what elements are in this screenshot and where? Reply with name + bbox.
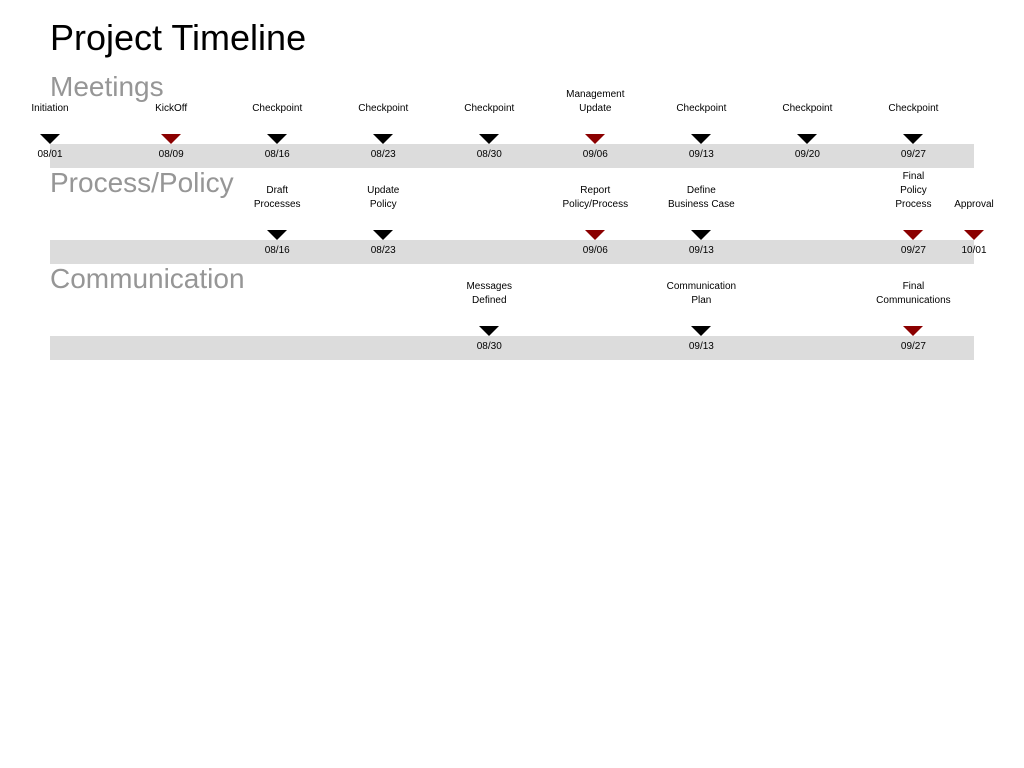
milestone-label: Final Communications: [876, 281, 951, 306]
milestone-marker-icon: [479, 326, 500, 336]
key-milestone-marker-icon: [903, 230, 924, 240]
section-title: Meetings: [50, 71, 164, 102]
milestone-label: Messages Defined: [466, 281, 513, 306]
milestone-marker-icon: [691, 230, 712, 240]
milestone-marker-icon: [373, 134, 394, 144]
milestone-date: 08/01: [37, 149, 63, 160]
milestone-date: 08/16: [264, 149, 290, 160]
milestone-marker-icon: [373, 230, 394, 240]
timeline-band: [50, 144, 974, 168]
milestone-date: 08/30: [476, 149, 502, 160]
milestone-label: Communication Plan: [666, 281, 737, 306]
milestone-date: 09/13: [688, 341, 714, 352]
milestone-marker-icon: [267, 134, 288, 144]
milestone-label: Checkpoint: [358, 103, 409, 114]
milestone-date: 08/16: [264, 245, 290, 256]
timeline-band: [50, 240, 974, 264]
milestone-date: 10/01: [961, 245, 987, 256]
milestone-label: Update Policy: [367, 185, 400, 210]
milestone-label: Checkpoint: [676, 103, 727, 114]
milestone-marker-icon: [267, 230, 288, 240]
section-title: Communication: [50, 263, 245, 294]
milestone-date: 09/06: [582, 245, 608, 256]
milestone-date: 09/27: [900, 341, 926, 352]
milestone-date: 09/27: [900, 245, 926, 256]
milestone-label: Management Update: [566, 89, 625, 114]
milestone-date: 08/23: [370, 245, 396, 256]
milestone-label: Approval: [954, 199, 994, 210]
milestone-label: KickOff: [155, 103, 188, 114]
milestone-label: Checkpoint: [464, 103, 515, 114]
milestone-label: Report Policy/Process: [562, 185, 629, 210]
milestone-date: 09/20: [794, 149, 820, 160]
milestone-label: Checkpoint: [782, 103, 833, 114]
milestone-marker-icon: [903, 134, 924, 144]
milestone-label: Final Policy Process: [895, 171, 932, 210]
timeline-band: [50, 336, 974, 360]
milestone-date: 09/27: [900, 149, 926, 160]
key-milestone-marker-icon: [585, 230, 606, 240]
key-milestone-marker-icon: [964, 230, 984, 240]
key-milestone-marker-icon: [585, 134, 606, 144]
milestone-date: 09/13: [688, 149, 714, 160]
milestone-label: Checkpoint: [252, 103, 303, 114]
milestone-date: 08/23: [370, 149, 396, 160]
milestone-marker-icon: [797, 134, 818, 144]
milestone-date: 09/06: [582, 149, 608, 160]
milestone-label: Checkpoint: [888, 103, 939, 114]
milestone-marker-icon: [691, 326, 712, 336]
milestone-label: Initiation: [31, 103, 69, 114]
key-milestone-marker-icon: [903, 326, 924, 336]
milestone-marker-icon: [691, 134, 712, 144]
milestone-marker-icon: [40, 134, 60, 144]
section-title: Process/Policy: [50, 167, 234, 198]
milestone-date: 08/30: [476, 341, 502, 352]
milestone-marker-icon: [479, 134, 500, 144]
key-milestone-marker-icon: [161, 134, 182, 144]
milestone-date: 08/09: [158, 149, 184, 160]
page-title: Project Timeline: [50, 17, 307, 58]
milestone-label: Define Business Case: [667, 185, 735, 210]
milestone-date: 09/13: [688, 245, 714, 256]
milestone-label: Draft Processes: [253, 185, 301, 210]
